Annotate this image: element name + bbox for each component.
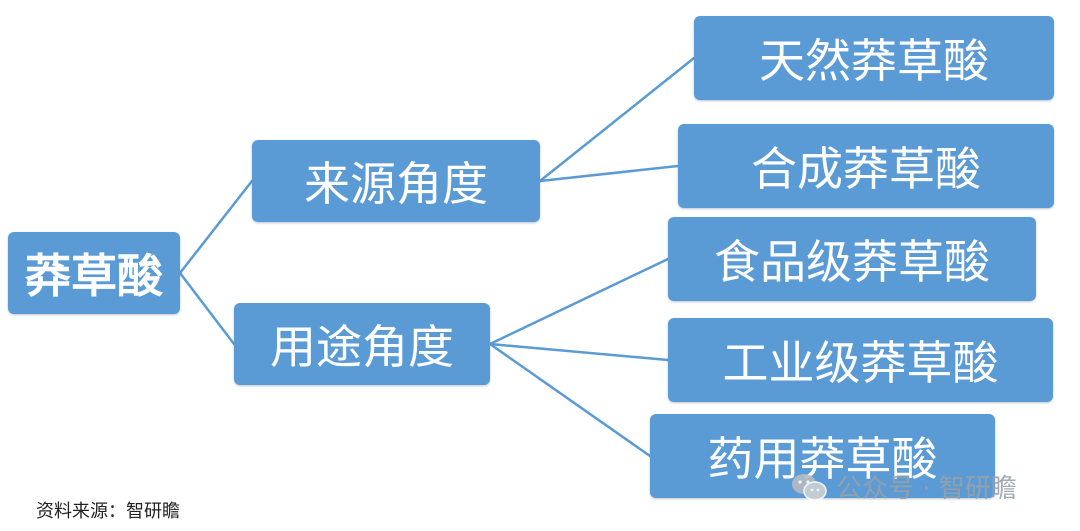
connector-source-to-natural [538, 56, 696, 183]
leaf-node-industrial-grade: 工业级莽草酸 [668, 318, 1053, 402]
connector-root-to-source [178, 179, 254, 275]
connector-usage-to-pharma [488, 342, 652, 458]
source-note: 资料来源：智研瞻 [36, 501, 180, 522]
leaf-node-label: 药用莽草酸 [707, 432, 938, 486]
category-node-usage: 用途角度 [234, 303, 490, 385]
category-node-source: 来源角度 [252, 140, 540, 222]
leaf-node-synthetic: 合成莽草酸 [678, 124, 1054, 208]
leaf-node-label: 食品级莽草酸 [714, 235, 990, 289]
category-node-label: 用途角度 [270, 320, 454, 374]
leaf-node-label: 合成莽草酸 [751, 142, 981, 196]
leaf-node-natural: 天然莽草酸 [694, 16, 1054, 100]
leaf-node-label: 工业级莽草酸 [722, 336, 999, 390]
leaf-node-food-grade: 食品级莽草酸 [668, 217, 1036, 301]
watermark: 公众号 · 智研瞻 [790, 468, 1017, 505]
root-node: 莽草酸 [8, 232, 180, 314]
connector-root-to-usage [178, 271, 236, 346]
leaf-node-label: 天然莽草酸 [759, 34, 989, 88]
connector-usage-to-food [488, 257, 670, 346]
category-node-label: 来源角度 [304, 157, 488, 211]
connector-source-to-synthetic [538, 164, 680, 183]
wechat-icon [792, 473, 827, 501]
connector-usage-to-industrial [488, 342, 670, 362]
watermark-text: 公众号 · 智研瞻 [836, 474, 1017, 504]
root-node-label: 莽草酸 [25, 249, 163, 303]
